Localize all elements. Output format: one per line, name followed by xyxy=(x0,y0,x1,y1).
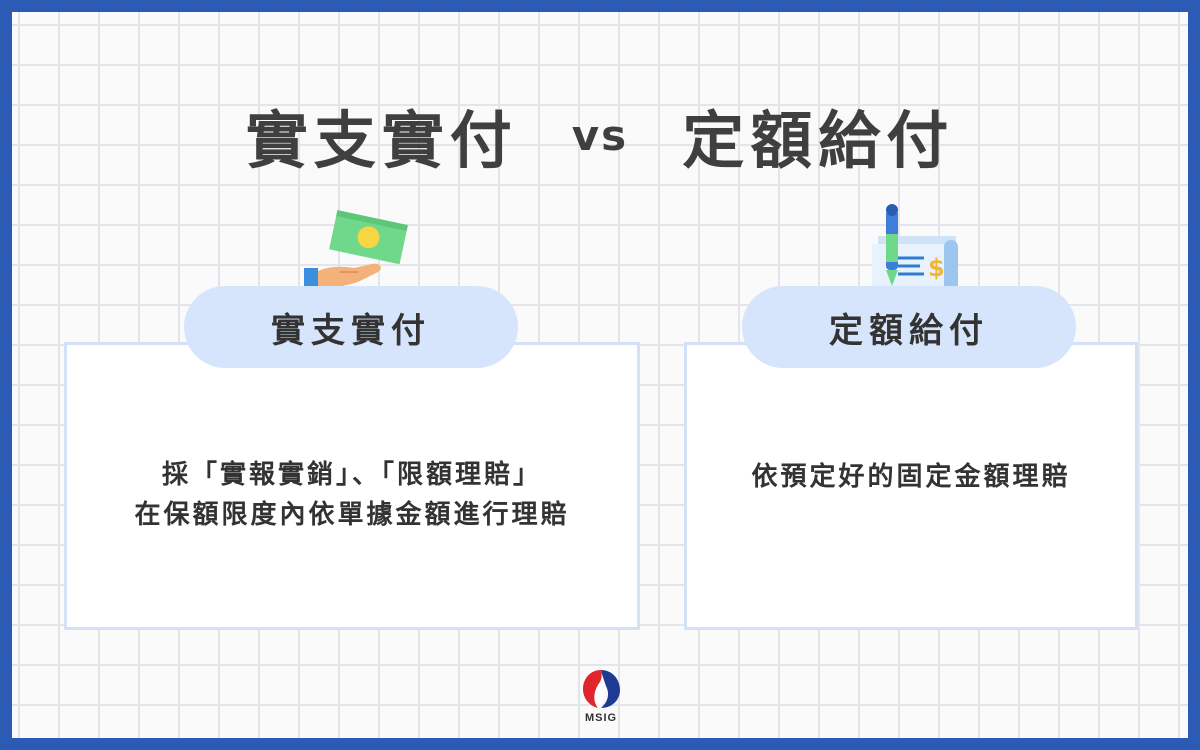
title-vs: vs xyxy=(571,110,629,160)
reimbursement-label-pill: 實支實付 xyxy=(184,286,518,368)
msig-logo-text: MSIG xyxy=(584,712,618,724)
msig-logo-mark xyxy=(583,670,620,708)
reimbursement-line-1: 採「實報實銷」、「限額理賠」 xyxy=(161,460,542,490)
benefit-card-fixed: 依預定好的固定金額理賠 xyxy=(684,342,1138,630)
main-title: 實支實付 vs 定額給付 xyxy=(12,90,1188,180)
msig-logo: MSIG xyxy=(578,666,624,734)
fixed-label-pill: 定額給付 xyxy=(742,286,1076,368)
reimbursement-line-2: 在保額限度內依單據金額進行理賠 xyxy=(134,500,570,530)
title-left: 實支實付 xyxy=(245,104,518,177)
check-with-pen-icon: $ xyxy=(872,204,958,292)
fixed-description: 依預定好的固定金額理賠 xyxy=(687,457,1135,497)
title-right: 定額給付 xyxy=(682,104,955,177)
reimbursement-description: 採「實報實銷」、「限額理賠」 在保額限度內依單據金額進行理賠 xyxy=(67,455,637,535)
fixed-line-1: 依預定好的固定金額理賠 xyxy=(751,462,1071,492)
svg-text:$: $ xyxy=(928,254,945,282)
cash-in-hand-icon xyxy=(304,210,408,292)
benefit-card-reimbursement: 採「實報實銷」、「限額理賠」 在保額限度內依單據金額進行理賠 xyxy=(64,342,640,630)
